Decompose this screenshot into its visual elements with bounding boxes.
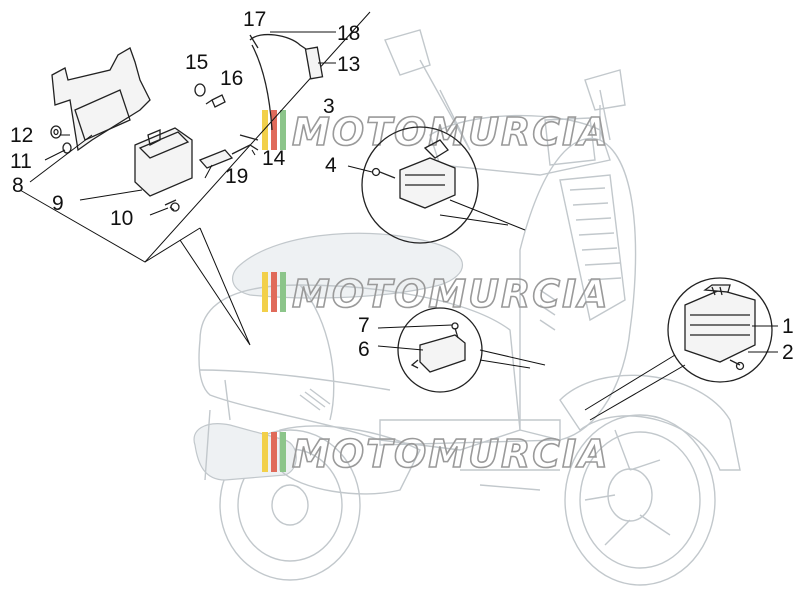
callout-4: 4 [325,154,337,177]
callout-11: 11 [10,150,32,173]
callout-12: 12 [10,124,33,147]
callout-19: 19 [225,165,248,188]
callout-7: 7 [358,314,370,337]
watermark-logo: MOTOMURCIA [262,271,609,317]
watermark-logo: MOTOMURCIA [262,431,610,477]
callout-9: 9 [52,192,64,215]
callout-13: 13 [337,53,360,76]
callout-2: 2 [782,341,794,364]
callout-labels: 17 18 13 15 16 3 12 14 11 4 8 19 9 10 7 … [10,8,794,364]
regulator-detail [584,277,773,421]
callout-6: 6 [358,338,370,361]
sensor-detail [397,307,546,393]
callout-3: 3 [323,95,335,118]
relay-part [399,157,456,209]
callout-16: 16 [220,67,243,90]
relay-detail [361,126,526,244]
callout-8: 8 [12,174,24,197]
watermark-text: MOTOMURCIA [292,432,610,476]
watermark-logo: MOTOMURCIA [262,109,610,155]
callout-15: 15 [185,51,208,74]
watermark-text: MOTOMURCIA [292,110,610,154]
scooter-outline [193,29,741,586]
callout-leaders [29,31,778,353]
callout-14: 14 [262,147,286,170]
ecu-detail-panel [19,11,371,346]
callout-1: 1 [782,315,794,338]
sensor-part [419,334,466,373]
regulator-part [684,289,756,363]
callout-17: 17 [243,8,266,31]
callout-18: 18 [337,22,360,45]
ecu-module-part [134,127,193,197]
callout-10: 10 [110,207,133,230]
